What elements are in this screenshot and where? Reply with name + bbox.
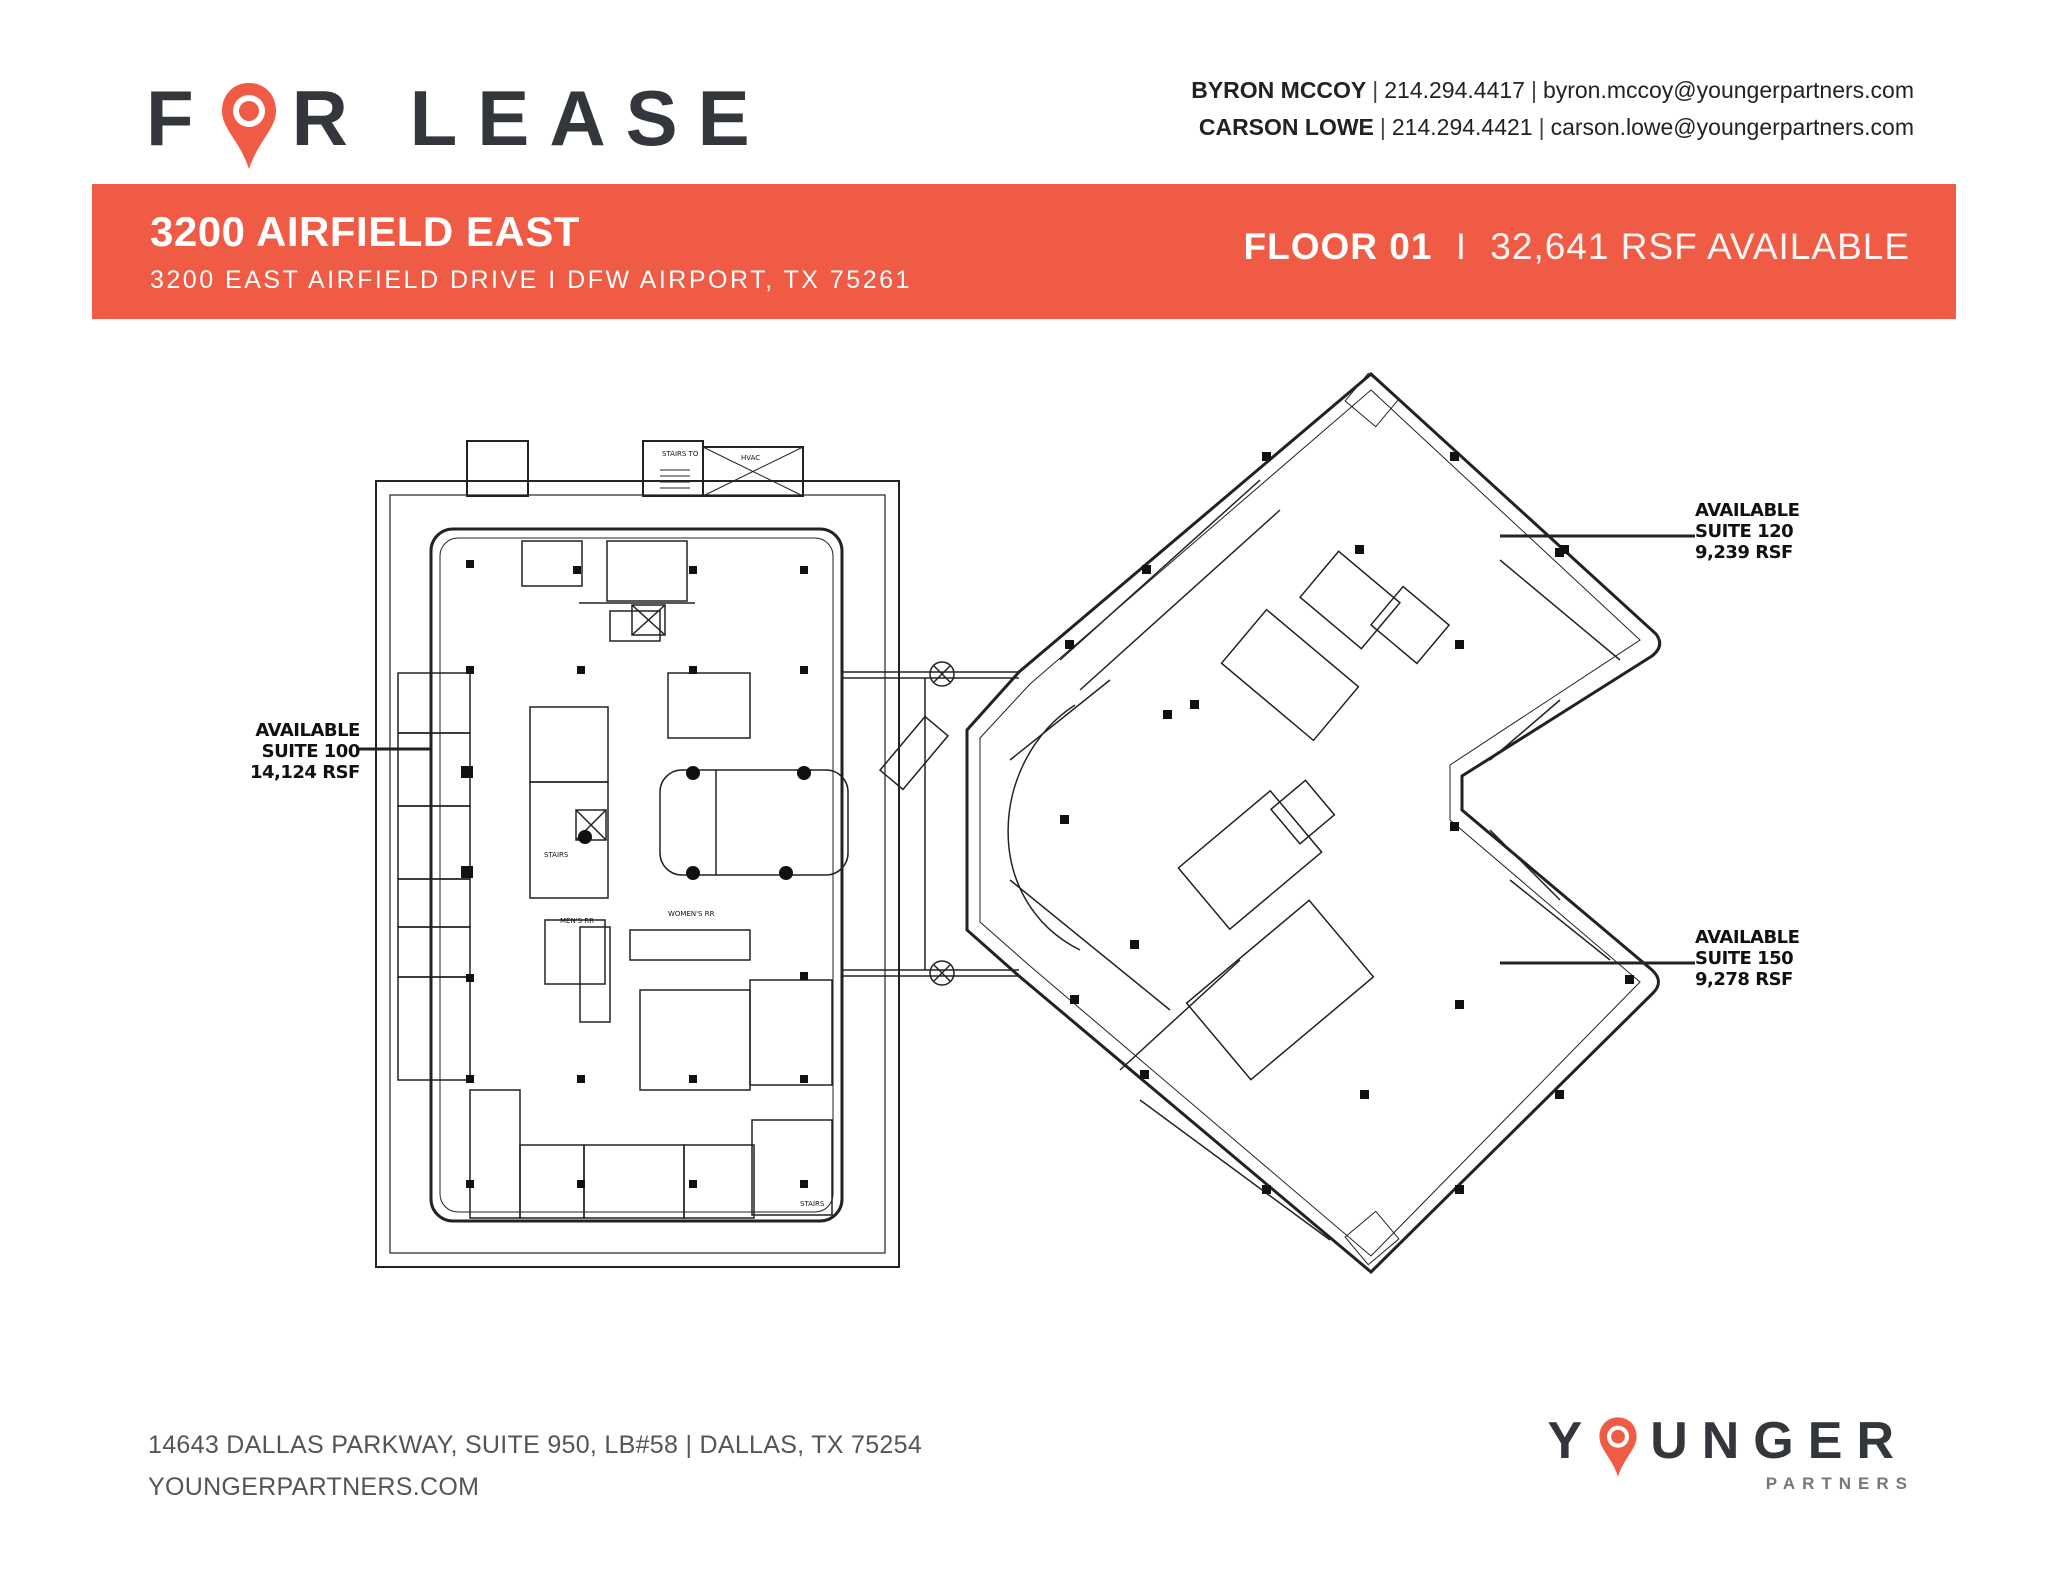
suite-100-label: AVAILABLE SUITE 100 14,124 RSF	[250, 720, 360, 783]
logo-letter-f: F	[146, 73, 214, 162]
building-address: 3200 EAST AIRFIELD DRIVE I DFW AIRPORT, …	[150, 266, 912, 294]
separator: |	[1379, 114, 1386, 140]
footer-info: 14643 DALLAS PARKWAY, SUITE 950, LB#58 |…	[148, 1424, 922, 1508]
separator: |	[1530, 77, 1537, 103]
available-rsf: 32,641 RSF AVAILABLE	[1490, 226, 1910, 267]
suite-150-label: AVAILABLE SUITE 150 9,278 RSF	[1695, 927, 1800, 990]
suite-status: AVAILABLE	[255, 720, 360, 741]
floor-label: FLOOR 01	[1243, 226, 1433, 267]
for-lease-logo: F R LEASE	[146, 74, 770, 169]
divider: I	[1455, 226, 1468, 267]
suite-rsf: 9,278 RSF	[1695, 969, 1793, 990]
columns	[461, 560, 811, 1188]
suite-number: SUITE 120	[1695, 521, 1794, 542]
stairs-label: STAIRS	[800, 1200, 825, 1208]
hvac-label: HVAC	[741, 454, 760, 462]
map-pin-icon	[1599, 1417, 1637, 1477]
building-name: 3200 AIRFIELD EAST	[150, 208, 580, 255]
suite-rsf: 9,239 RSF	[1695, 542, 1793, 563]
contact-row: CARSON LOWE|214.294.4421|carson.lowe@you…	[1191, 109, 1914, 146]
columns	[1060, 452, 1634, 1194]
suite-status: AVAILABLE	[1695, 500, 1800, 521]
suite-120-label: AVAILABLE SUITE 120 9,239 RSF	[1695, 500, 1800, 563]
logo-text: UNGER	[1650, 1412, 1908, 1470]
right-building	[965, 372, 1695, 1275]
contact-phone[interactable]: 214.294.4421	[1391, 114, 1533, 140]
suite-rsf: 14,124 RSF	[250, 762, 360, 783]
map-pin-icon	[220, 81, 278, 171]
floor-availability: FLOOR 01 I 32,641 RSF AVAILABLE	[1244, 226, 1910, 268]
younger-partners-logo: Y UNGER PARTNERS	[1548, 1410, 1908, 1494]
stairs-label: STAIRS	[544, 851, 569, 859]
suite-number: SUITE 100	[261, 741, 361, 762]
property-banner: 3200 AIRFIELD EAST 3200 EAST AIRFIELD DR…	[92, 184, 1956, 319]
office-address: 14643 DALLAS PARKWAY, SUITE 950, LB#58 |…	[148, 1431, 923, 1459]
left-building: STAIRS TO HVAC	[359, 440, 900, 1268]
suite-number: SUITE 150	[1695, 948, 1794, 969]
logo-letter-y: Y	[1547, 1412, 1597, 1470]
contact-list: BYRON MCCOY|214.294.4417|byron.mccoy@you…	[1191, 72, 1914, 146]
logo-text: R LEASE	[291, 73, 770, 162]
connector-corridor	[842, 661, 1081, 986]
contact-email[interactable]: byron.mccoy@youngerpartners.com	[1542, 77, 1914, 103]
mens-restroom-label: MEN'S RR	[560, 917, 594, 925]
logo-subtitle: PARTNERS	[1765, 1474, 1914, 1493]
contact-name: BYRON MCCOY	[1191, 77, 1367, 103]
womens-restroom-label: WOMEN'S RR	[668, 910, 715, 918]
contact-name: CARSON LOWE	[1198, 114, 1374, 140]
separator: |	[1372, 77, 1379, 103]
contact-phone[interactable]: 214.294.4417	[1384, 77, 1525, 103]
separator: |	[1538, 114, 1545, 140]
contact-email[interactable]: carson.lowe@youngerpartners.com	[1550, 114, 1914, 140]
website-link[interactable]: YOUNGERPARTNERS.COM	[148, 1473, 480, 1501]
suite-status: AVAILABLE	[1695, 927, 1800, 948]
stairs-to-label: STAIRS TO	[662, 450, 699, 458]
contact-row: BYRON MCCOY|214.294.4417|byron.mccoy@you…	[1191, 72, 1914, 109]
